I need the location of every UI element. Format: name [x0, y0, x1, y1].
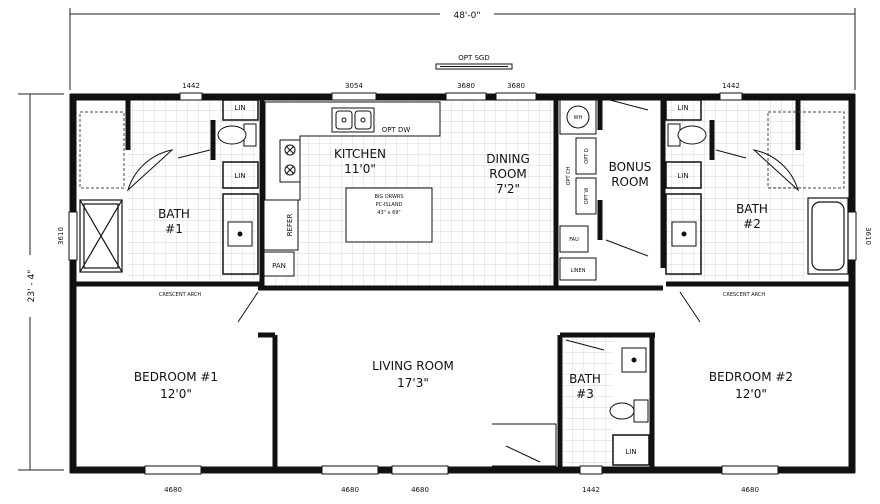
refer-label: REFER: [286, 214, 294, 237]
bedroom1-name: BEDROOM #1: [134, 370, 218, 384]
opt-w-label: OPT W: [584, 188, 590, 205]
toilet-bath1: [217, 123, 257, 147]
room-labels: KITCHEN 11'0" DINING ROOM 7'2" BONUS ROO…: [134, 147, 793, 401]
depth-label: 23' - 4": [27, 270, 37, 303]
linen-label: LINEN: [571, 268, 586, 274]
sinks: [227, 221, 697, 373]
water-heater: [559, 99, 597, 135]
toilet-bath3: [609, 399, 649, 423]
bedroom1-size: 12'0": [160, 387, 192, 401]
bath2-tub: [807, 197, 849, 275]
lin-label: LIN: [234, 172, 245, 180]
bath1-shower: [79, 199, 123, 273]
bath2-num: #2: [743, 217, 761, 231]
opt-sgd-marker: [435, 63, 513, 70]
island-label-1: BIG DRWRS: [374, 194, 403, 200]
crescent-arch-label: CRESCENT ARCH: [723, 292, 765, 298]
kitchen-size: 11'0": [344, 162, 376, 176]
width-label: 48'-0": [453, 11, 480, 21]
bonus-name-2: ROOM: [611, 175, 649, 189]
fau-label: FAU: [569, 237, 579, 243]
bath1-num: #1: [165, 222, 183, 236]
dining-name-2: ROOM: [489, 167, 527, 181]
pan-label: PAN: [272, 262, 286, 270]
opt-ch-label: OPT CH: [566, 166, 572, 185]
kitchen-name: KITCHEN: [334, 147, 386, 161]
closets: [79, 111, 845, 189]
opt-d-label: OPT D: [584, 148, 590, 164]
window-label: 3610: [864, 227, 872, 245]
laundry: [559, 137, 597, 281]
kitchen-counters: [263, 101, 441, 277]
bath3-num: #3: [576, 387, 594, 401]
dining-size: 7'2": [496, 182, 520, 196]
opt-sgd-label: OPT SGD: [458, 54, 490, 62]
opt-dw-label: OPT DW: [382, 126, 411, 134]
window-label: 3680: [507, 82, 525, 90]
window-label: 3610: [57, 227, 65, 245]
island-label-2: PC-ISLAND: [376, 202, 403, 208]
living-name: LIVING ROOM: [372, 359, 454, 373]
window-label: 1442: [182, 82, 200, 90]
window-label: 3680: [457, 82, 475, 90]
window-label: 3054: [345, 82, 363, 90]
lin-label: LIN: [677, 104, 688, 112]
doors: [126, 99, 800, 467]
living-size: 17'3": [397, 376, 429, 390]
lin-label: LIN: [677, 172, 688, 180]
thin-walls: [222, 99, 702, 466]
lin-label: LIN: [625, 448, 636, 456]
interior-walls: [73, 97, 852, 470]
crescent-arch-label: CRESCENT ARCH: [159, 292, 201, 298]
windows: [68, 92, 857, 475]
lin-label: LIN: [234, 104, 245, 112]
bedroom2-size: 12'0": [735, 387, 767, 401]
bath3-name: BATH: [569, 372, 601, 386]
window-label: 1442: [582, 486, 600, 494]
window-label: 1442: [722, 82, 740, 90]
window-label: 4680: [341, 486, 359, 494]
bath1-name: BATH: [158, 207, 190, 221]
island-label-3: 43" x 69": [377, 210, 400, 216]
window-label: 4680: [411, 486, 429, 494]
bedroom2-name: BEDROOM #2: [709, 370, 793, 384]
dining-name-1: DINING: [486, 152, 530, 166]
window-label: 4680: [164, 486, 182, 494]
window-label: 4680: [741, 486, 759, 494]
toilet-bath2: [667, 123, 707, 147]
bonus-name-1: BONUS: [609, 160, 652, 174]
wh-label: WH: [574, 115, 583, 121]
bath2-name: BATH: [736, 202, 768, 216]
window-labels: 1442 3054 3680 3680 1442 3610 3610 4680 …: [57, 82, 872, 494]
